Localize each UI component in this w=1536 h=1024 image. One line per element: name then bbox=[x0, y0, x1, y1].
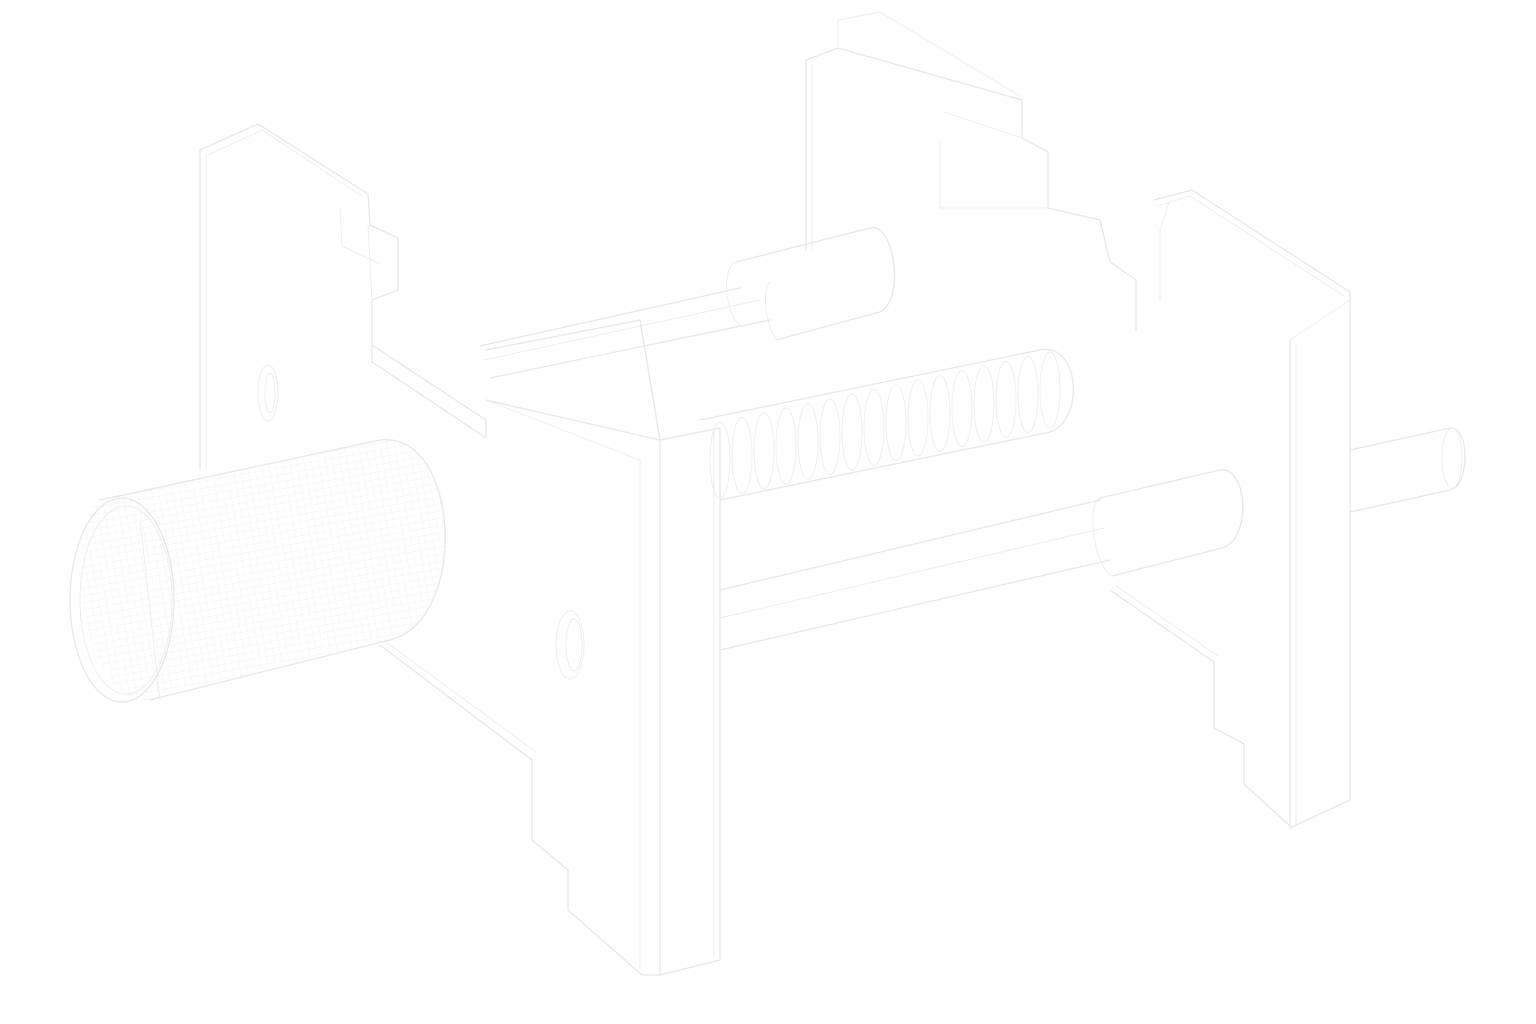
screw-thread bbox=[797, 402, 819, 480]
shaft-end bbox=[1349, 427, 1466, 513]
screw-thread bbox=[819, 398, 841, 476]
screw-thread bbox=[995, 360, 1017, 438]
screw-thread bbox=[907, 379, 929, 457]
lead-screw bbox=[699, 348, 1075, 501]
lower-guide-rod bbox=[719, 469, 1244, 651]
right-jaw-plate bbox=[805, 11, 1351, 829]
screw-thread bbox=[731, 416, 753, 494]
knob-face bbox=[69, 497, 175, 703]
left-jaw-plate bbox=[199, 123, 643, 976]
upper-guide-rod bbox=[479, 227, 896, 379]
screw-thread bbox=[775, 407, 797, 485]
screw-thread bbox=[951, 370, 973, 448]
block-hole bbox=[555, 610, 585, 680]
screw-thread bbox=[885, 384, 907, 462]
screw-thread bbox=[753, 412, 775, 490]
left-jaw-hole bbox=[257, 364, 279, 422]
knurled-knob bbox=[69, 439, 446, 703]
screw-thread bbox=[1017, 356, 1039, 434]
front-carriage-block bbox=[485, 319, 721, 976]
screw-thread bbox=[841, 393, 863, 471]
screw-thread bbox=[1039, 351, 1061, 429]
screw-thread bbox=[929, 374, 951, 452]
screw-thread bbox=[973, 365, 995, 443]
screw-thread bbox=[863, 388, 885, 466]
